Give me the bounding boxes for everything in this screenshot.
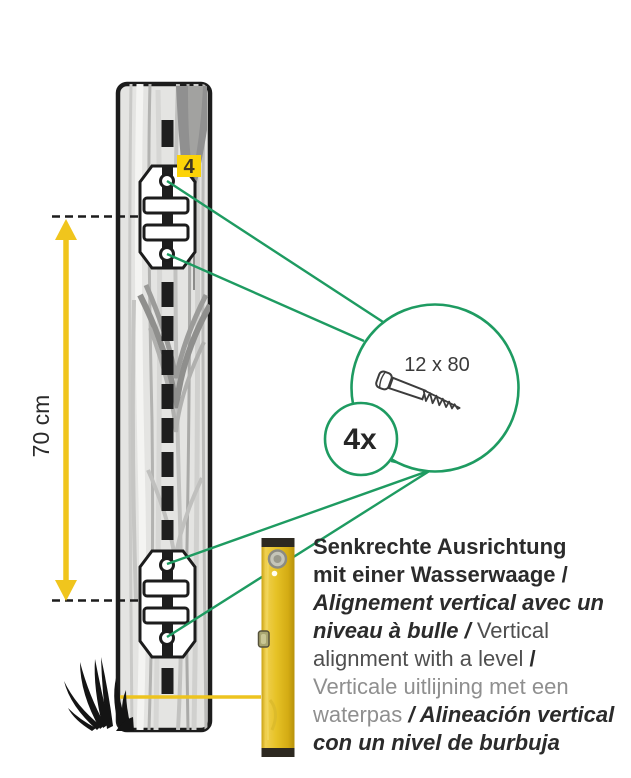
- spirit-level: [257, 538, 295, 757]
- instruction-caption: Senkrechte Ausrichtung mit einer Wasserw…: [313, 533, 615, 757]
- caption-segment: Senkrechte Ausrichtung: [313, 534, 567, 559]
- bottom-mounting-bracket: [138, 549, 197, 659]
- screw-quantity-label: 4x: [343, 423, 377, 456]
- caption-line: alignment with a level /: [313, 645, 613, 673]
- caption-segment: con un nivel de burbuja: [313, 730, 560, 755]
- level-mark-dot: [271, 570, 278, 577]
- quantity-circle: 4x: [323, 401, 399, 477]
- caption-line: Senkrechte Ausrichtung: [313, 533, 613, 561]
- callout-line: [166, 468, 432, 566]
- level-top-cap: [261, 538, 295, 547]
- caption-line: con un nivel de burbuja: [313, 729, 613, 757]
- caption-line: waterpas / Alineación vertical: [313, 701, 615, 729]
- step-badge-label: 4: [183, 156, 195, 178]
- screw-icon: [375, 370, 461, 410]
- arrowhead-down-icon: [55, 580, 77, 601]
- caption-segment: Alignement vertical avec un: [313, 590, 604, 615]
- caption-line: niveau à bulle / Vertical: [313, 617, 613, 645]
- caption-segment: Verticale uitlijning met een: [313, 674, 569, 699]
- grass: [64, 657, 134, 731]
- caption-segment: mit einer Wasserwaage /: [313, 562, 568, 587]
- caption-segment: Vertical: [470, 618, 549, 643]
- caption-line: mit einer Wasserwaage /: [313, 561, 613, 589]
- arrowhead-up-icon: [55, 219, 77, 240]
- bracket-slot: [142, 196, 190, 215]
- caption-segment: / Alineación vertical: [408, 702, 615, 727]
- caption-segment: niveau à bulle /: [313, 618, 471, 643]
- callout-line: [166, 179, 384, 324]
- screw-hole: [159, 557, 175, 573]
- dimension-arrow: [55, 219, 77, 601]
- callout-line: [166, 252, 365, 343]
- level-bottom-cap: [261, 748, 295, 757]
- caption-line: Alignement vertical avec un: [313, 589, 613, 617]
- step-badge: 4: [177, 155, 201, 178]
- bracket-slot: [142, 223, 190, 242]
- callout-lines-lower: [166, 468, 432, 639]
- caption-segment: /: [529, 646, 536, 671]
- caption-segment: waterpas: [313, 702, 409, 727]
- screw-size-label: 12 x 80: [404, 354, 470, 376]
- caption-line: Verticale uitlijning met een: [313, 673, 613, 701]
- callout-line: [166, 468, 432, 639]
- bracket-slot: [142, 579, 190, 598]
- caption-segment: alignment with a level: [313, 646, 530, 671]
- dimension-label: 70 cm: [28, 395, 54, 458]
- bracket-slot: [142, 606, 190, 625]
